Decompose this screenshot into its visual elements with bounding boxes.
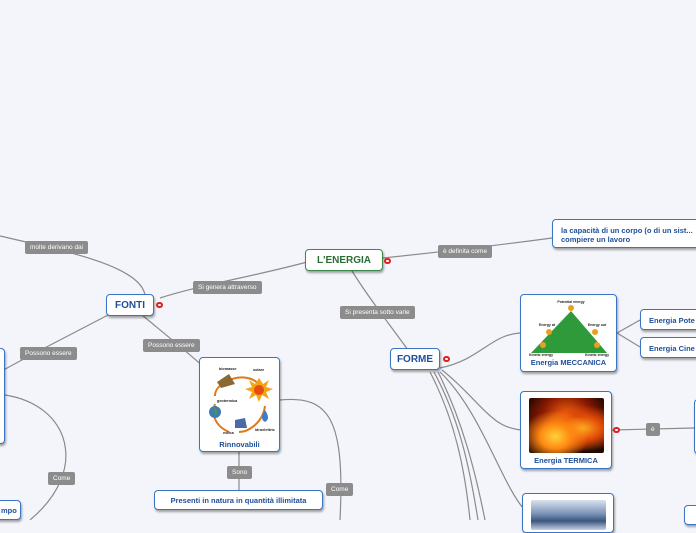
node-left-bottom-cut[interactable]: mpo (0, 500, 21, 520)
node-bottom-right-cut[interactable] (684, 505, 696, 525)
label-come-right: Come (326, 483, 354, 496)
node-left-cut[interactable] (0, 348, 5, 444)
biomasse-text: biomasse (219, 367, 237, 371)
label-si-genera: Si genera attraverso (193, 281, 262, 294)
node-rinnovabili[interactable]: biomasse solare geotermica idroelettrica… (199, 357, 280, 452)
node-energia[interactable]: L'ENERGIA (305, 249, 383, 271)
bottom-image (531, 500, 606, 530)
meccanica-top-text: Potential energy (557, 300, 584, 304)
marker-termica (613, 427, 620, 433)
label-definita-come: è definita come (438, 245, 493, 258)
renewable-cycle-image: biomasse solare geotermica idroelettrica… (209, 367, 275, 435)
meccanica-left-text: Energy at (539, 323, 556, 327)
marker-forme (443, 356, 450, 362)
label-e: è (646, 423, 660, 436)
label-sotto-varie: Si presenta sotto varie (340, 306, 415, 319)
node-fonti[interactable]: FONTI (106, 294, 154, 316)
roller-coaster-image: Potential energy Energy at Energy out Ki… (529, 300, 609, 357)
marker-energia (384, 258, 391, 264)
rinnovabili-caption: Rinnovabili (219, 440, 260, 449)
marker-fonti (156, 302, 163, 308)
node-cinetica[interactable]: Energia Cine (640, 337, 696, 358)
label-molte-derivano: molte derivano dai (25, 241, 89, 254)
meccanica-right-text: Energy out (588, 323, 607, 327)
idroelettrica-text: idroelettrica (255, 428, 275, 432)
meccanica-caption: Energia MECCANICA (530, 358, 607, 367)
label-possono: Possono essere (143, 339, 200, 352)
node-meccanica[interactable]: Potential energy Energy at Energy out Ki… (520, 294, 617, 372)
termica-caption: Energia TERMICA (534, 456, 598, 465)
meccanica-bottom-right-text: Kinetic energy (585, 353, 609, 357)
label-come-left: Come (48, 472, 76, 485)
node-forme[interactable]: FORME (390, 348, 440, 370)
node-termica[interactable]: Energia TERMICA (520, 391, 612, 469)
fire-image (529, 398, 604, 453)
solare-text: solare (253, 368, 264, 372)
node-presenti[interactable]: Presenti in natura in quantità illimitat… (154, 490, 323, 510)
node-definition[interactable]: la capacità di un corpo (o di un sist...… (552, 219, 696, 248)
node-bottom-image[interactable] (522, 493, 614, 533)
label-sono: Sono (227, 466, 253, 479)
node-potenziale[interactable]: Energia Pote (640, 309, 696, 330)
label-possono-left: Possono essere (20, 347, 77, 360)
geotermica-text: geotermica (217, 399, 238, 403)
meccanica-bottom-left-text: Kinetic energy (529, 353, 553, 357)
eolica-text: eolica (223, 431, 235, 435)
